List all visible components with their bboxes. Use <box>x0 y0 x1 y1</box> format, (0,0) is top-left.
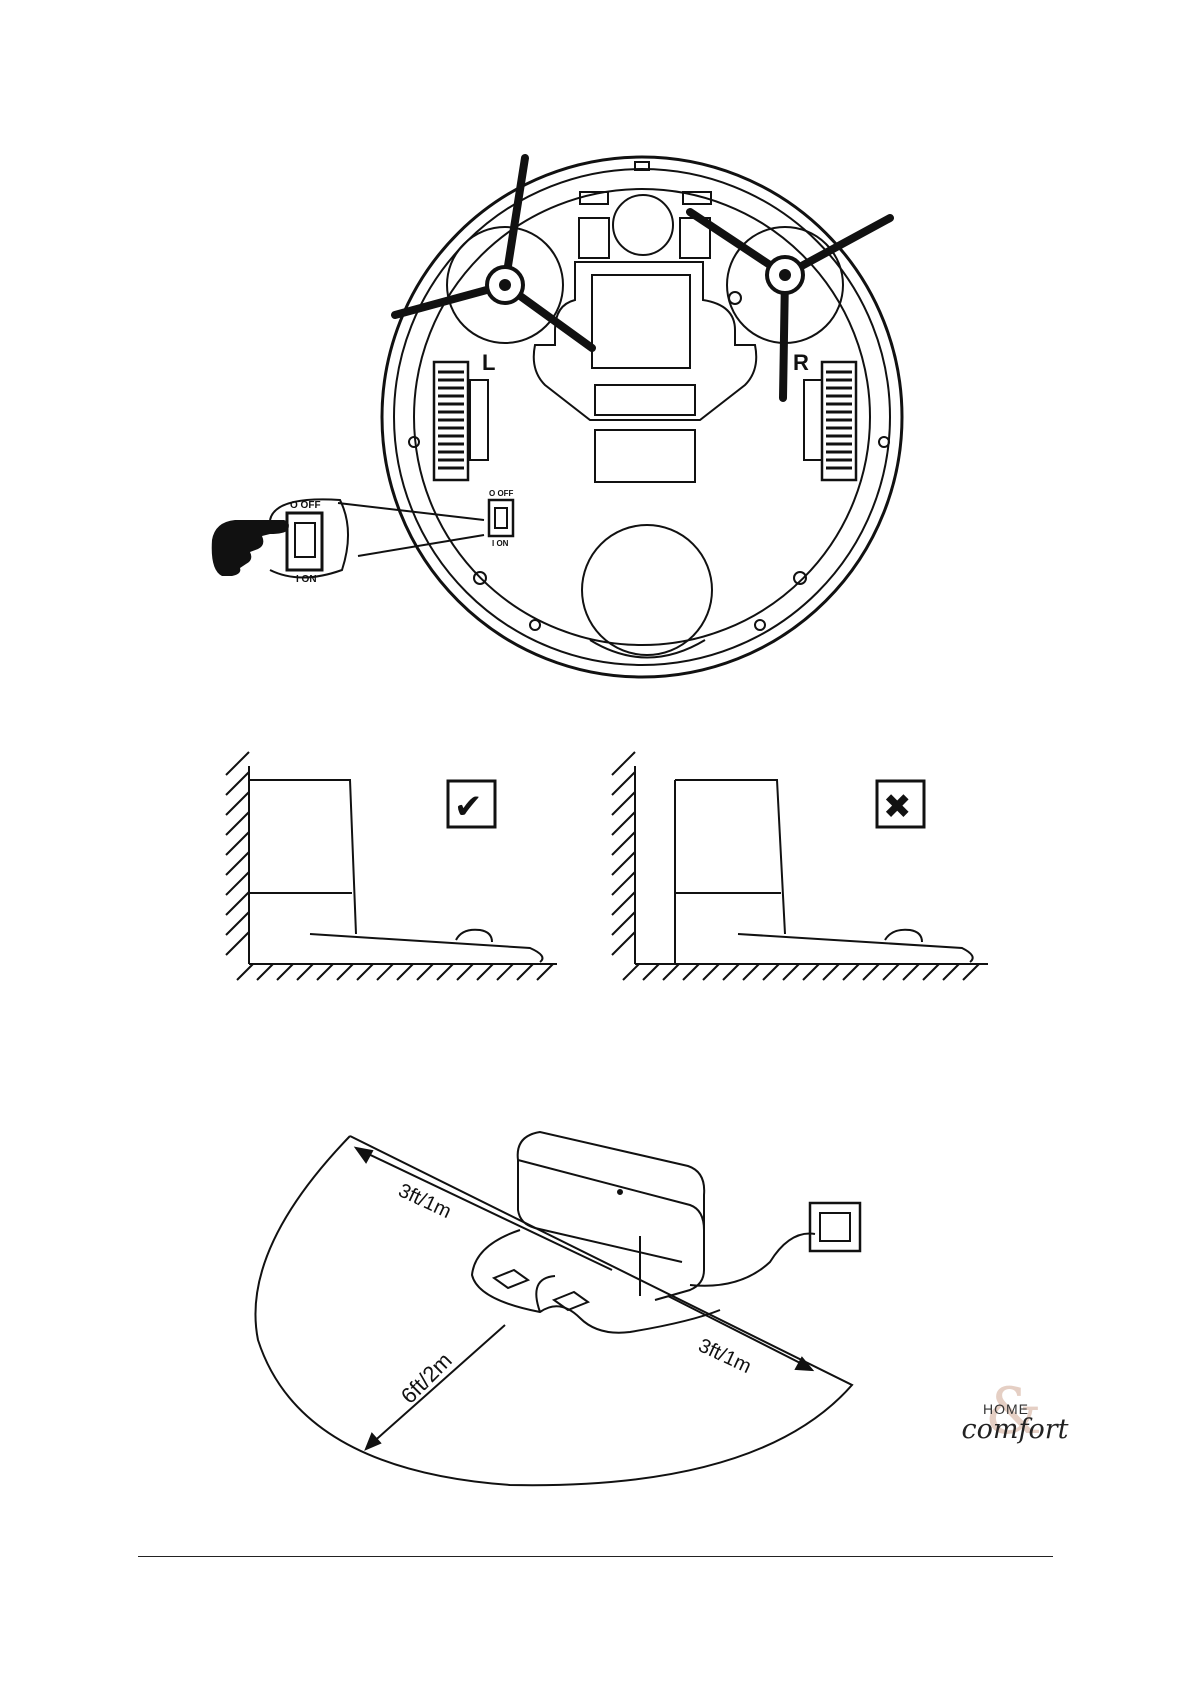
footer-divider <box>138 1556 1053 1557</box>
dim-right-label: 3ft/1m <box>695 1335 755 1378</box>
dim-left-label: 3ft/1m <box>395 1180 455 1223</box>
dock-clearance-figure: 3ft/1m 3ft/1m 6ft/2m <box>0 0 1192 1500</box>
dim-front-label: 6ft/2m <box>396 1348 457 1409</box>
logo-comfort-text: comfort <box>955 1414 1075 1445</box>
